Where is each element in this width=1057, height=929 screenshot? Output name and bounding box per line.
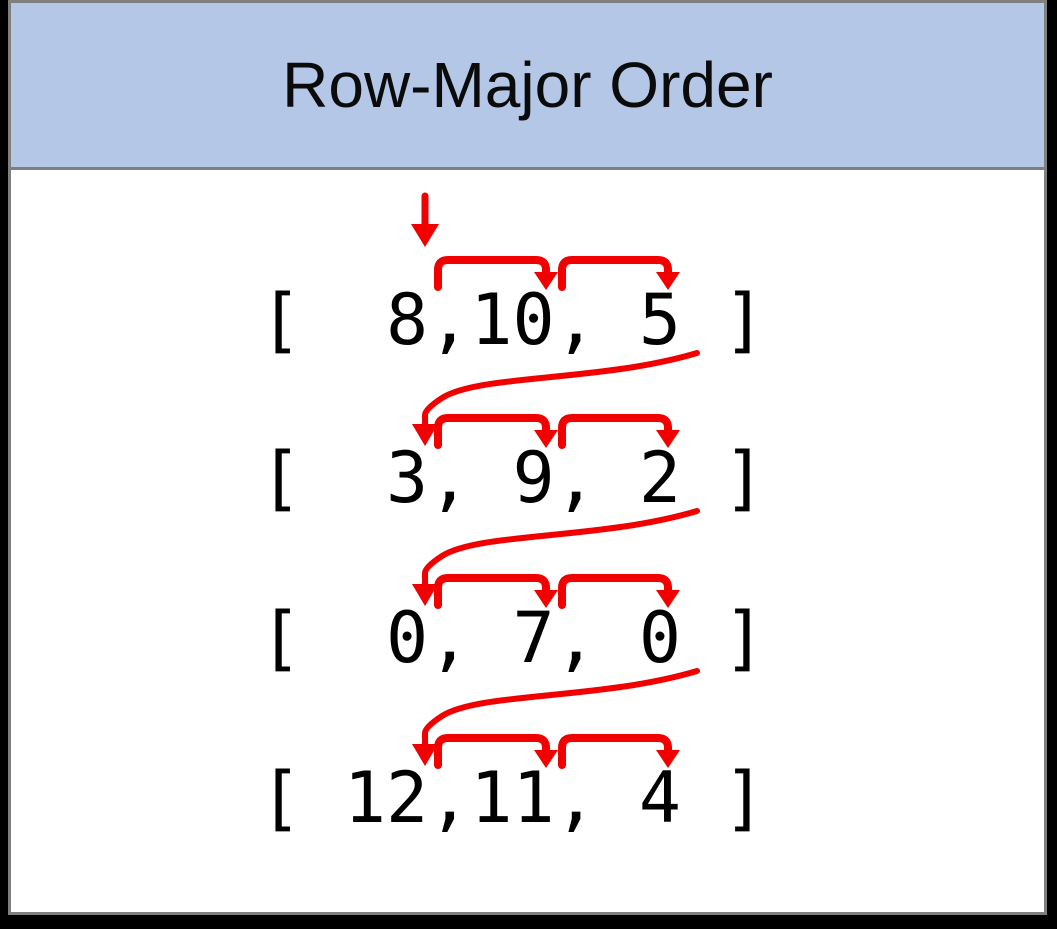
header-band: Row-Major Order	[11, 3, 1044, 170]
matrix-row-1: [ 8,10, 5 ]	[259, 279, 766, 361]
page-title: Row-Major Order	[282, 49, 773, 121]
matrix-row-2: [ 3, 9, 2 ]	[259, 437, 766, 519]
matrix-row-4: [ 12,11, 4 ]	[259, 757, 766, 839]
matrix-row-3: [ 0, 7, 0 ]	[259, 597, 766, 679]
